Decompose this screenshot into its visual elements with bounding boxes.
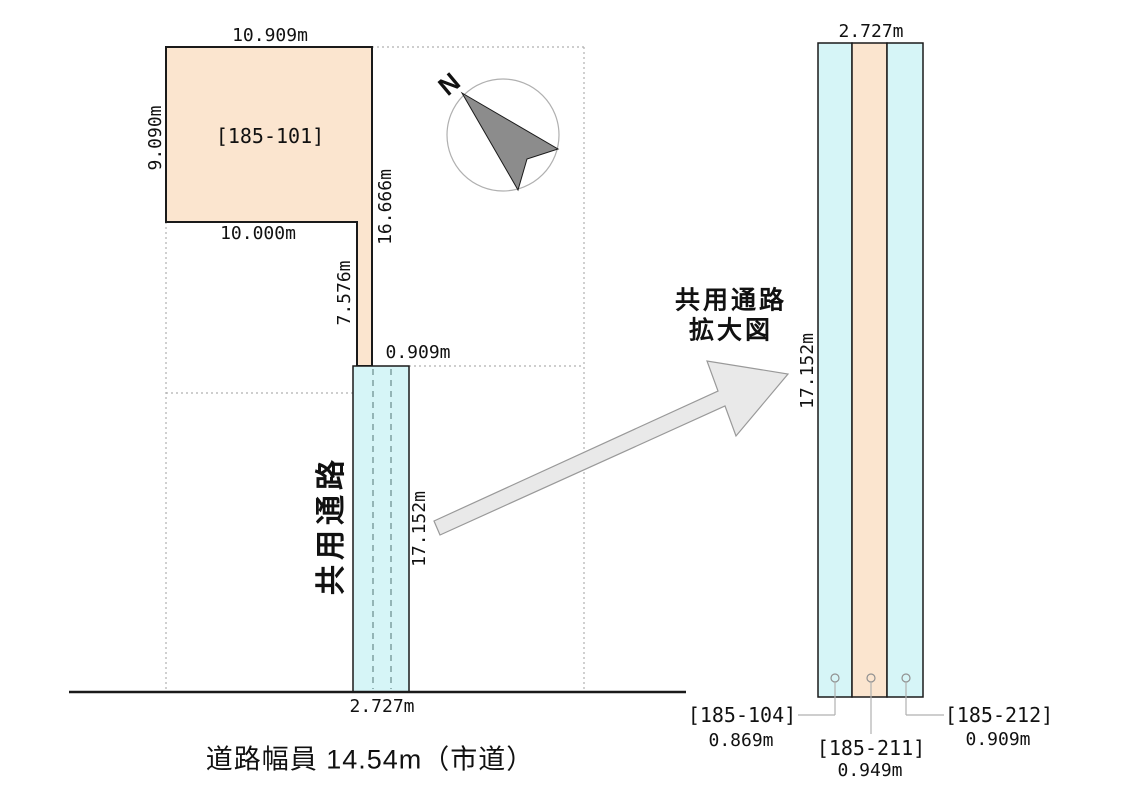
enlarged-band-185-212 [886,42,924,698]
north-compass-needle-icon [460,91,560,192]
dim-top-width: 10.909m [232,25,308,46]
enlarged-view-title-line2: 拡大図 [688,316,774,345]
dim-right-height: 16.666m [375,169,396,245]
dim-passage-length: 17.152m [409,491,430,567]
shared-passage-shape [352,365,410,693]
parcel-185-212-width: 0.909m [965,729,1031,750]
parcel-185-211-label: [185-211] [816,736,926,760]
north-compass-circle [446,78,560,192]
enlarged-view-title-line1: 共用通路 [674,286,788,315]
dim-passage-width: 2.727m [349,696,415,717]
enlarged-dim-top-width: 2.727m [838,21,904,42]
leader-line-185-212 [905,682,944,716]
parcel-185-104-width: 0.869m [708,730,774,751]
parcel-185-211-width: 0.949m [837,760,903,781]
road-caption: 道路幅員 14.54m（市道） [205,744,535,775]
leader-line-185-104 [798,682,836,716]
enlarged-dim-side-length: 17.152m [797,333,818,409]
enlarged-band-185-211 [851,42,888,698]
dim-corridor-width: 0.909m [385,342,451,363]
shared-passage-label: 共用通路 [315,455,348,595]
enlarge-callout-arrow-icon [433,360,790,536]
dim-inner-width: 10.000m [220,223,296,244]
parcel-185-101-label: [185-101] [215,124,325,148]
parcel-185-104-label: [185-104] [687,703,797,727]
parcel-185-212-label: [185-212] [944,703,1054,727]
dim-left-height: 9.090m [145,105,166,171]
dim-corridor-length: 7.576m [334,260,355,326]
enlarged-band-185-104 [817,42,853,698]
